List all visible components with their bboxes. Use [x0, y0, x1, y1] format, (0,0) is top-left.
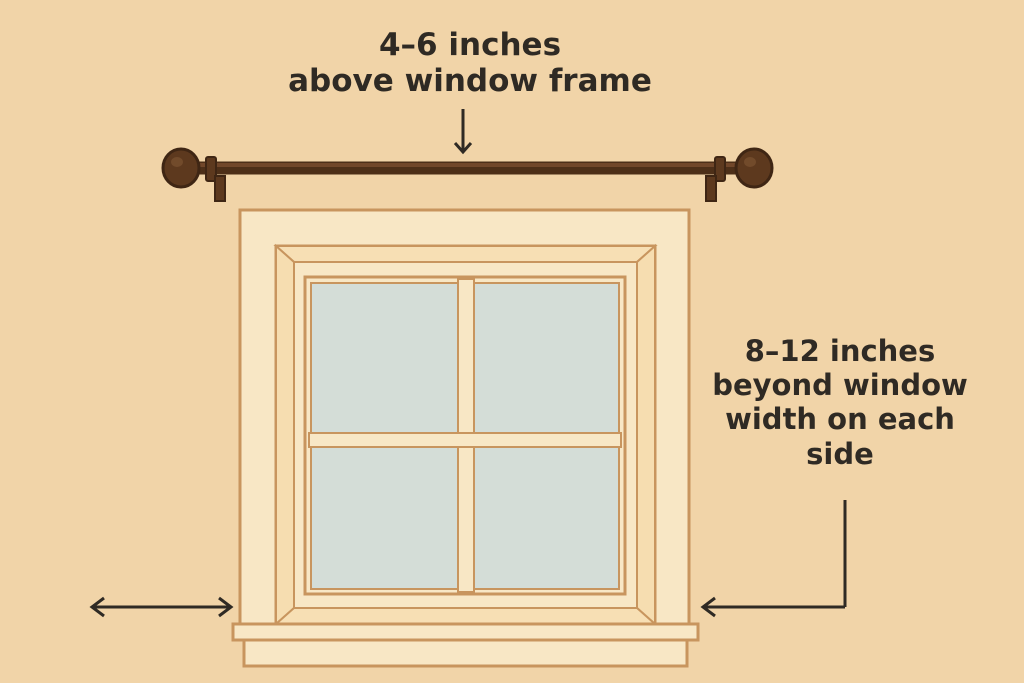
rod-width-line-1: 8–12 inches: [744, 334, 936, 368]
curtain-rod-icon: [161, 147, 774, 202]
rod-height-line-2: above window frame: [288, 62, 652, 99]
double-headed-arrow-icon: [89, 596, 234, 618]
rod-height-line-1: 4–6 inches: [378, 27, 562, 63]
arrow-left-icon: [700, 500, 847, 618]
rod-height-label: 4–6 inches above window frame: [280, 27, 660, 99]
arrow-down-icon: [453, 109, 473, 155]
window-icon: [231, 208, 700, 668]
rod-width-line-2: beyond window: [712, 368, 968, 403]
rod-width-line-3: width on each: [725, 402, 955, 437]
rod-width-label: 8–12 inches beyond window width on each …: [690, 334, 990, 471]
rod-width-line-4: side: [806, 436, 874, 471]
